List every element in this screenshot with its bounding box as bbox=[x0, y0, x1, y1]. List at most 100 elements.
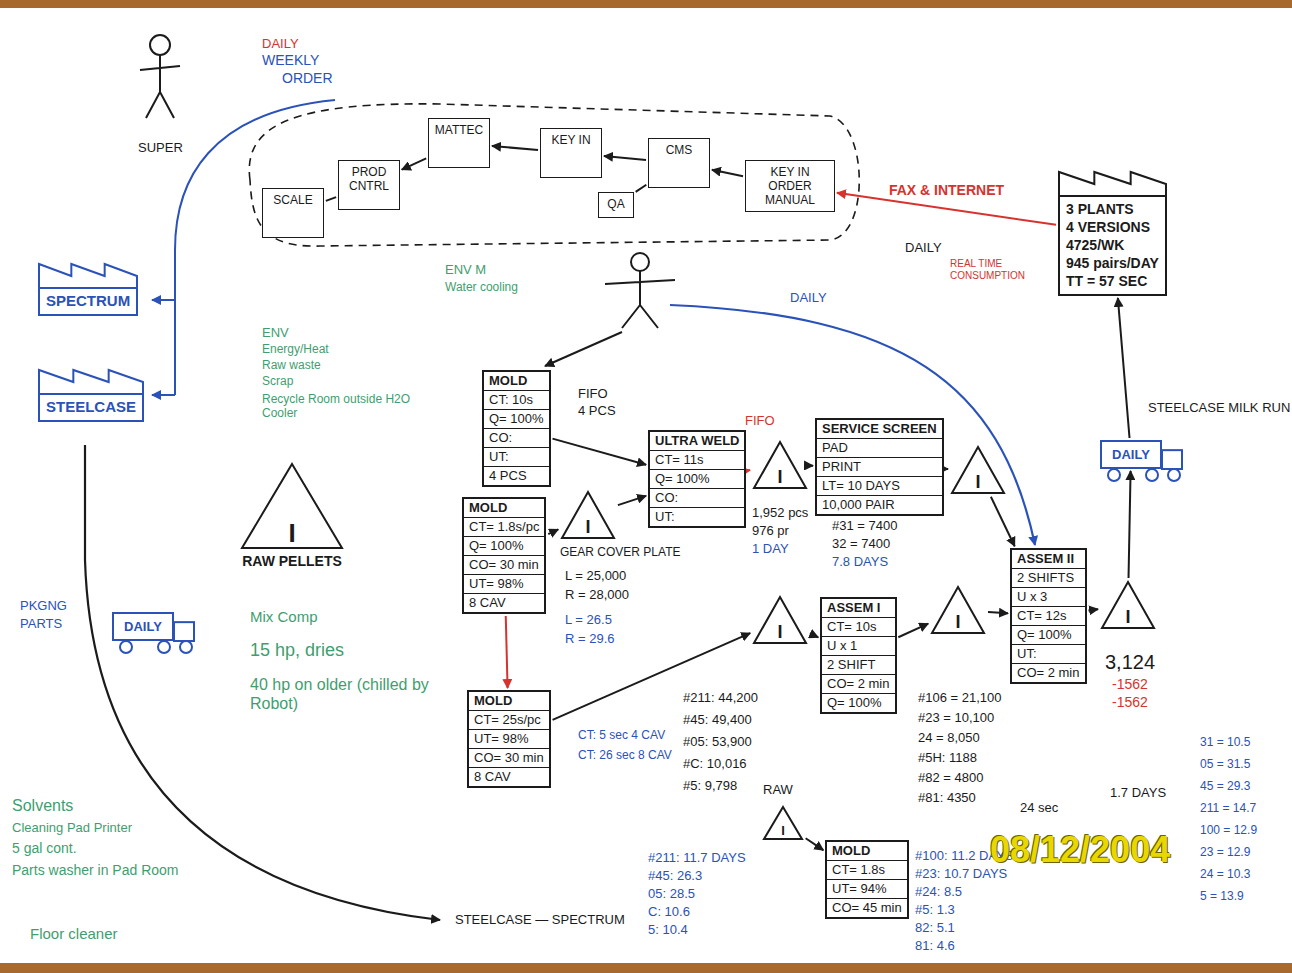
flow-arrow bbox=[326, 197, 336, 201]
node-text: CT= 25s/pc bbox=[469, 711, 549, 730]
label-text: L = 26.5 bbox=[565, 612, 612, 628]
flow-arrow bbox=[991, 497, 1015, 546]
flow-arrow bbox=[618, 496, 646, 505]
node-text: LT= 10 DAYS bbox=[817, 477, 942, 496]
label-text: 24 = 8,050 bbox=[918, 730, 980, 746]
node-text: PAD bbox=[817, 439, 942, 458]
label-text: 05 = 31.5 bbox=[1200, 757, 1250, 771]
flow-arrow bbox=[712, 170, 743, 176]
label-text: PKGNG bbox=[20, 598, 67, 614]
supplier-factory: SPECTRUM bbox=[38, 262, 138, 316]
node-text: SERVICE SCREEN bbox=[817, 420, 942, 439]
node-text: UT= 98% bbox=[469, 730, 549, 749]
label-text: REAL TIME CONSUMPTION bbox=[950, 258, 1050, 282]
flow-arrow bbox=[810, 634, 818, 638]
node-text: I bbox=[1100, 608, 1156, 626]
inventory-triangle: I bbox=[752, 440, 808, 490]
label-text: 5 gal cont. bbox=[12, 840, 77, 857]
node-text: CT= 10s bbox=[822, 618, 895, 637]
board-surface bbox=[0, 8, 1292, 963]
node-text: 8 CAV bbox=[469, 768, 549, 786]
node-text: DAILY bbox=[1112, 447, 1150, 462]
node-text: PROD CNTRL bbox=[343, 165, 395, 193]
flow-arrow bbox=[636, 185, 647, 192]
label-text: R = 28,000 bbox=[565, 587, 629, 603]
node-text: U x 1 bbox=[822, 637, 895, 656]
label-text: 24 = 10.3 bbox=[1200, 867, 1250, 881]
node-text: Q= 100% bbox=[464, 537, 544, 556]
node-text: ULTRA WELD bbox=[650, 432, 744, 451]
node-text: CMS bbox=[653, 143, 705, 157]
node-text: I bbox=[950, 473, 1006, 491]
node-text: I bbox=[752, 468, 808, 486]
label-text: #5: 9,798 bbox=[683, 778, 737, 794]
label-text: Raw waste bbox=[262, 358, 321, 372]
flow-arrow bbox=[553, 633, 751, 720]
label-text: STEELCASE MILK RUN bbox=[1148, 400, 1290, 416]
info-box: PROD CNTRL bbox=[338, 160, 400, 210]
process-box: ULTRA WELDCT= 11sQ= 100%CO:UT: bbox=[648, 430, 746, 528]
node-text: Q= 100% bbox=[650, 470, 744, 489]
flow-arrow bbox=[946, 468, 948, 470]
process-box: MOLDCT= 1.8sUT= 94%CO= 45 min bbox=[825, 840, 909, 919]
edge-label: FAX & INTERNET bbox=[886, 182, 1007, 199]
inventory-triangle: I bbox=[762, 805, 804, 841]
label-text: 82: 5.1 bbox=[915, 920, 955, 936]
node-text: MATTEC bbox=[433, 123, 485, 137]
flow-arrow bbox=[492, 146, 538, 150]
label-text: PARTS bbox=[20, 616, 62, 632]
flow-arrow bbox=[898, 624, 928, 638]
process-box: ASSEM ICT= 10sU x 12 SHIFTCO= 2 minQ= 10… bbox=[820, 597, 897, 714]
label-text: 32 = 7400 bbox=[832, 536, 890, 552]
inventory-triangle: I bbox=[560, 490, 616, 540]
process-box: MOLDCT: 10sQ= 100%CO:UT:4 PCS bbox=[482, 370, 551, 487]
process-box: SERVICE SCREENPADPRINTLT= 10 DAYS10,000 … bbox=[815, 418, 944, 516]
production-control-figure bbox=[605, 253, 675, 328]
node-text: I bbox=[752, 623, 808, 641]
label-text: 81: 4.6 bbox=[915, 938, 955, 954]
flow-arrow bbox=[604, 156, 646, 160]
label-text: ENV bbox=[262, 325, 289, 341]
label-text: Solvents bbox=[12, 796, 73, 815]
info-box: KEY IN ORDER MANUAL bbox=[745, 160, 835, 212]
label-text: 976 pr bbox=[752, 523, 789, 539]
label-text: 1.7 DAYS bbox=[1110, 785, 1166, 801]
label-text: 23 = 12.9 bbox=[1200, 845, 1250, 859]
label-text: Parts washer in Pad Room bbox=[12, 862, 179, 879]
inventory-triangle: IRAW PELLETS bbox=[240, 462, 344, 569]
node-text: KEY IN ORDER MANUAL bbox=[750, 165, 830, 207]
label-text: 1,952 pcs bbox=[752, 505, 808, 521]
label-text: CT: 26 sec 8 CAV bbox=[578, 748, 672, 762]
label-text: 5 = 13.9 bbox=[1200, 889, 1244, 903]
info-box: QA bbox=[598, 192, 634, 218]
label-text: SUPER bbox=[138, 140, 183, 156]
customer-factory: 3 PLANTS4 VERSIONS4725/WK945 pairs/DAYTT… bbox=[1058, 170, 1167, 296]
node-text: UT: bbox=[484, 448, 549, 467]
node-text: 2 SHIFT bbox=[822, 656, 895, 675]
flow-arrow bbox=[1088, 609, 1098, 610]
label-text: STEELCASE — SPECTRUM bbox=[455, 912, 625, 928]
label-text: 31 = 10.5 bbox=[1200, 735, 1250, 749]
label-text: DAILY bbox=[905, 240, 942, 256]
node-text: UT= 98% bbox=[464, 575, 544, 594]
process-box: ASSEM II2 SHIFTSU x 3CT= 12sQ= 100%UT:CO… bbox=[1010, 548, 1087, 684]
label-text: ENV M bbox=[445, 262, 486, 278]
node-text: CO: bbox=[650, 489, 744, 508]
info-box: MATTEC bbox=[428, 118, 490, 168]
label-text: Water cooling bbox=[445, 280, 518, 294]
flow-arrow bbox=[1118, 298, 1130, 438]
node-text: U x 3 bbox=[1012, 588, 1085, 607]
label-text: GEAR COVER PLATE bbox=[560, 545, 680, 559]
label-text: -1562 bbox=[1112, 694, 1148, 711]
node-text: CT= 1.8s/pc bbox=[464, 518, 544, 537]
supplier-factory: STEELCASE bbox=[38, 368, 144, 422]
inventory-triangle: I bbox=[950, 445, 1006, 495]
truck-box: DAILY bbox=[112, 612, 174, 641]
schedule-arrow bbox=[545, 332, 622, 366]
label-text: 24 sec bbox=[1020, 800, 1058, 816]
flow-arrow bbox=[810, 465, 813, 467]
process-box: MOLDCT= 1.8s/pcQ= 100%CO= 30 minUT= 98%8… bbox=[462, 497, 546, 614]
node-text: UT= 94% bbox=[827, 880, 907, 899]
label-text: Mix Comp bbox=[250, 608, 318, 626]
node-text: MOLD bbox=[464, 499, 544, 518]
